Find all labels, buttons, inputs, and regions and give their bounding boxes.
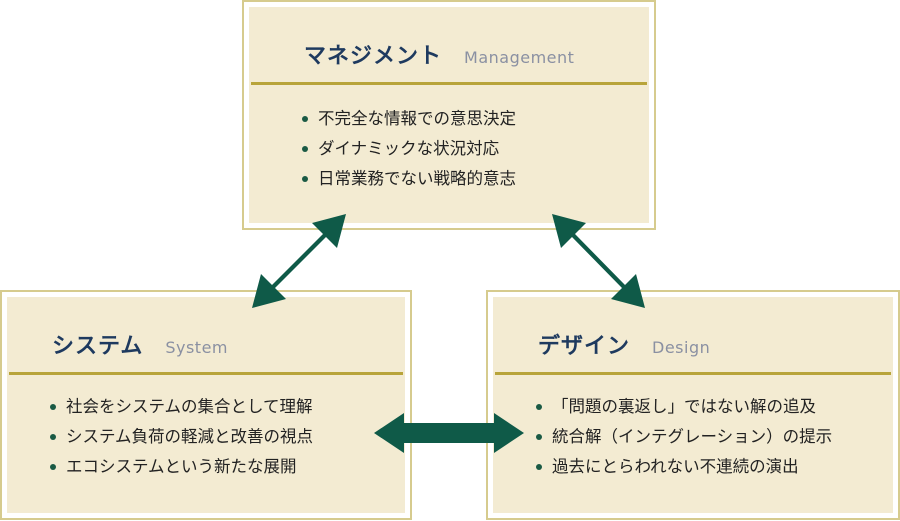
bullet-icon (536, 464, 542, 470)
bullet-icon (302, 116, 308, 122)
list-item: ダイナミックな状況対応 (300, 134, 516, 164)
design-divider (495, 372, 891, 375)
list-item: システム負荷の軽減と改善の視点 (48, 422, 313, 452)
bullet-icon (536, 404, 542, 410)
system-design-arrow (374, 413, 524, 453)
list-item: 日常業務でない戦略的意志 (300, 164, 516, 194)
design-list: 「問題の裏返し」ではない解の追及 統合解（インテグレーション）の提示 過去にとら… (534, 392, 832, 482)
management-divider (251, 82, 647, 85)
system-list: 社会をシステムの集合として理解 システム負荷の軽減と改善の視点 エコシステムとい… (48, 392, 313, 482)
system-box: システム System 社会をシステムの集合として理解 システム負荷の軽減と改善… (0, 290, 412, 520)
management-design-arrow (552, 214, 645, 308)
management-system-arrow (252, 214, 346, 308)
system-divider (9, 372, 403, 375)
bullet-icon (302, 146, 308, 152)
system-subtitle: System (165, 338, 229, 357)
management-header: マネジメント Management (244, 38, 654, 70)
bullet-icon (536, 434, 542, 440)
list-item: 不完全な情報での意思決定 (300, 104, 516, 134)
management-title: マネジメント (304, 44, 443, 69)
bullet-icon (50, 404, 56, 410)
design-subtitle: Design (652, 338, 711, 357)
design-box: デザイン Design 「問題の裏返し」ではない解の追及 統合解（インテグレーシ… (486, 290, 900, 520)
design-title: デザイン (538, 334, 631, 359)
bullet-icon (50, 464, 56, 470)
list-item: 統合解（インテグレーション）の提示 (534, 422, 832, 452)
system-header: システム System (2, 328, 410, 360)
list-item: エコシステムという新たな展開 (48, 452, 313, 482)
design-header: デザイン Design (488, 328, 898, 360)
list-item: 過去にとらわれない不連続の演出 (534, 452, 832, 482)
system-title: システム (52, 334, 144, 359)
list-item: 「問題の裏返し」ではない解の追及 (534, 392, 832, 422)
management-list: 不完全な情報での意思決定 ダイナミックな状況対応 日常業務でない戦略的意志 (300, 104, 516, 194)
list-item: 社会をシステムの集合として理解 (48, 392, 313, 422)
bullet-icon (50, 434, 56, 440)
management-subtitle: Management (464, 48, 575, 67)
management-box: マネジメント Management 不完全な情報での意思決定 ダイナミックな状況… (242, 0, 656, 230)
bullet-icon (302, 176, 308, 182)
